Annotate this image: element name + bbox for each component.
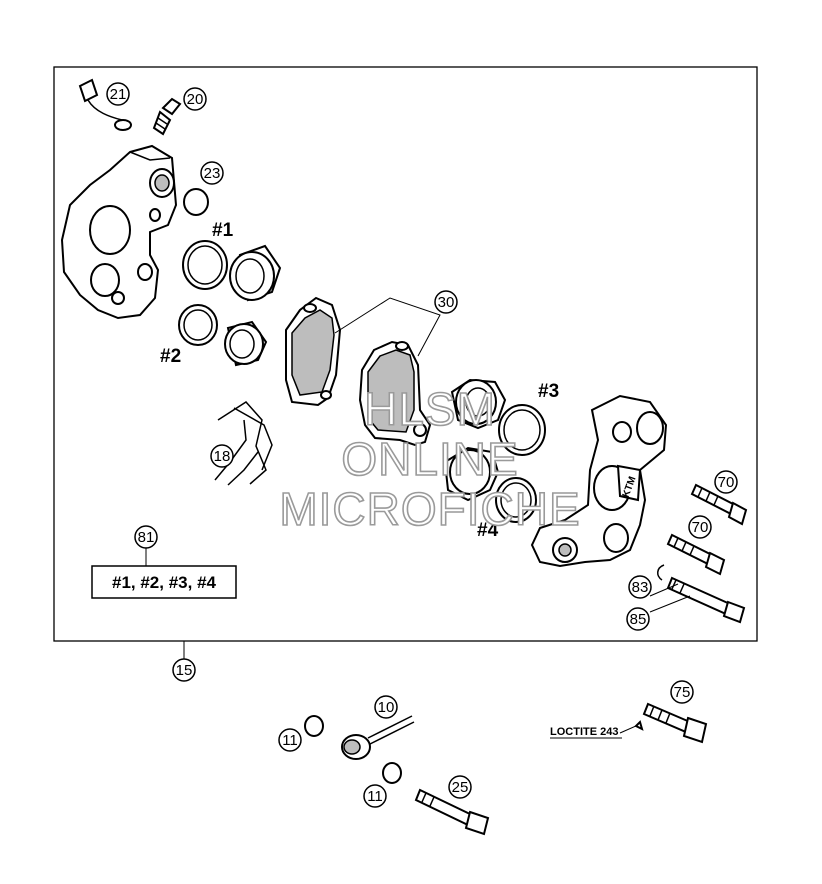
loctite-note: LOCTITE 243 <box>550 726 622 739</box>
part-bleeder-cap <box>78 78 132 131</box>
svg-text:MICROFICHE: MICROFICHE <box>279 483 580 535</box>
part-washer-lower <box>382 762 402 784</box>
callout-18: 18 <box>210 444 234 468</box>
part-o-ring <box>183 188 209 216</box>
svg-text:23: 23 <box>204 165 221 182</box>
part-caliper-half-left <box>60 144 178 320</box>
callout-83: 83 <box>628 575 652 599</box>
callout-81: 81 <box>134 525 158 549</box>
part-brake-line <box>341 715 415 760</box>
svg-text:LOCTITE 243: LOCTITE 243 <box>550 726 618 738</box>
svg-text:30: 30 <box>438 294 455 311</box>
callout-20: 20 <box>183 87 207 111</box>
callout-70-upper: 70 <box>714 470 738 494</box>
ref-label-1: #1 <box>212 220 234 241</box>
ref-label-4: #4 <box>477 520 499 541</box>
part-pad-spring <box>214 401 273 486</box>
callout-75: 75 <box>670 680 694 704</box>
svg-text:70: 70 <box>692 519 709 536</box>
svg-text:11: 11 <box>367 788 383 805</box>
part-seal-small <box>178 304 218 346</box>
svg-text:75: 75 <box>674 684 691 701</box>
callout-85: 85 <box>626 607 650 631</box>
part-bleeder-screw <box>152 97 182 136</box>
svg-text:20: 20 <box>187 91 204 108</box>
repair-kit-box: #1, #2, #3, #4 <box>91 565 237 599</box>
callout-11-lower: 11 <box>363 784 387 808</box>
svg-text:18: 18 <box>214 448 231 465</box>
part-bolt-middle <box>666 533 726 576</box>
callout-23: 23 <box>200 161 224 185</box>
part-mounting-bolt <box>634 702 708 744</box>
part-bolt-upper <box>690 483 748 526</box>
part-piston-right-upper <box>450 378 507 430</box>
svg-text:#1, #2, #3, #4: #1, #2, #3, #4 <box>112 573 217 592</box>
callout-10: 10 <box>374 695 398 719</box>
part-piston-right-lower <box>443 446 500 502</box>
svg-text:25: 25 <box>452 779 469 796</box>
svg-text:83: 83 <box>632 579 649 596</box>
svg-text:81: 81 <box>138 529 155 546</box>
svg-text:85: 85 <box>630 611 647 628</box>
callout-25: 25 <box>448 775 472 799</box>
ref-label-2: #2 <box>160 346 181 367</box>
part-caliper-half-right: KTM <box>530 394 668 568</box>
part-banjo-bolt <box>414 788 490 836</box>
callout-70-lower: 70 <box>688 515 712 539</box>
svg-text:HLSM: HLSM <box>364 383 496 435</box>
svg-text:21: 21 <box>110 86 127 103</box>
callout-21: 21 <box>106 82 130 106</box>
part-seal-right-lower <box>495 477 537 523</box>
part-piston-large <box>229 244 282 302</box>
ref-label-3: #3 <box>538 381 559 402</box>
svg-text:11: 11 <box>282 732 298 749</box>
part-retaining-clip <box>657 564 665 581</box>
callout-30: 30 <box>434 290 458 314</box>
part-seal-large <box>182 240 228 290</box>
part-bolt-long <box>666 576 746 624</box>
part-brake-pad-front <box>285 296 342 407</box>
part-piston-small <box>224 320 268 367</box>
part-washer-upper <box>304 715 324 737</box>
part-brake-pad-rear <box>358 340 432 447</box>
watermark: HLSM ONLINE MICROFICHE <box>279 382 581 536</box>
part-seal-right-upper <box>498 404 546 456</box>
callout-15: 15 <box>172 658 196 682</box>
svg-text:15: 15 <box>176 662 193 679</box>
callout-11-upper: 11 <box>278 728 302 752</box>
svg-text:70: 70 <box>718 474 735 491</box>
svg-text:10: 10 <box>378 699 395 716</box>
svg-text:ONLINE: ONLINE <box>341 433 518 485</box>
assembly-frame <box>53 66 758 642</box>
